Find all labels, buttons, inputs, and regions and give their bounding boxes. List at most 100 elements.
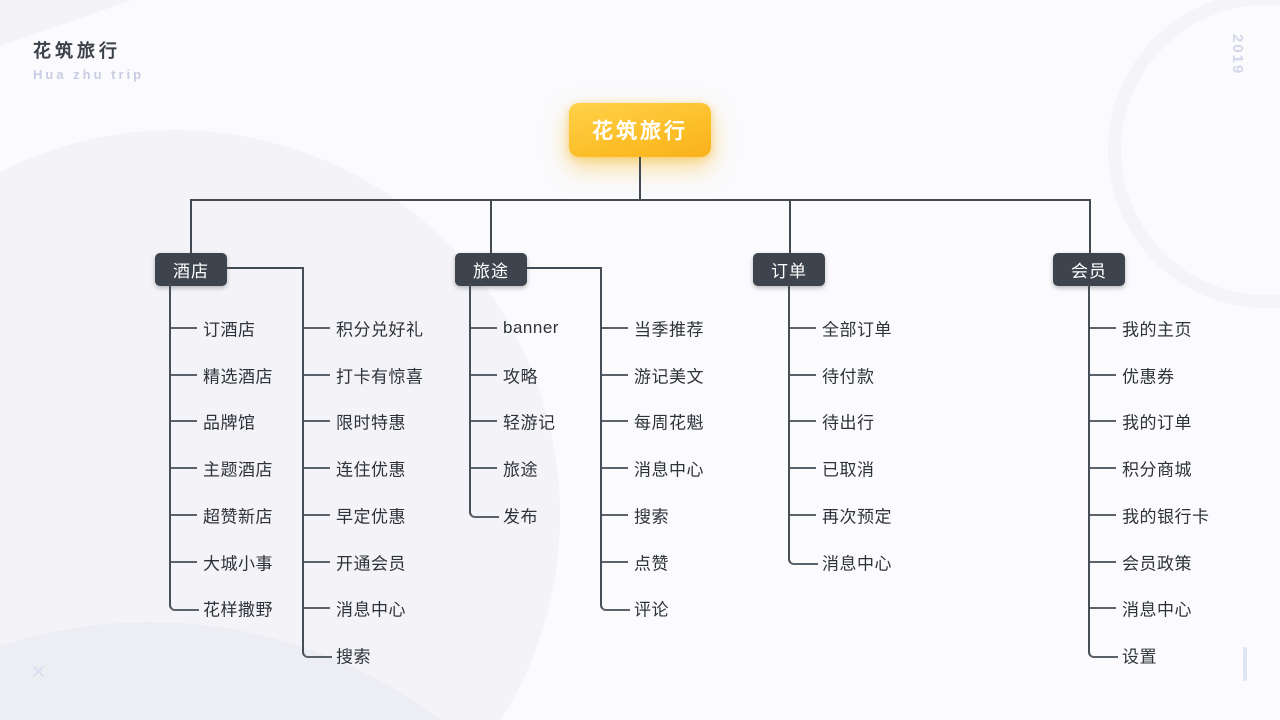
item-tick-line — [602, 327, 628, 329]
item-label: 打卡有惊喜 — [336, 367, 424, 387]
item-label: 我的订单 — [1122, 413, 1192, 433]
app-logo-title: 花筑旅行 — [33, 41, 121, 61]
item-tick-line — [471, 327, 497, 329]
item-tick-line — [171, 467, 197, 470]
item-tick-line — [1090, 373, 1116, 376]
item-label: 超赞新店 — [203, 507, 273, 527]
item-tick-line — [304, 373, 330, 376]
column-spine-line — [302, 267, 332, 658]
branch-node: 订单 — [753, 253, 825, 286]
item-tick-line — [471, 420, 497, 423]
item-label: 消息中心 — [336, 600, 406, 620]
column-spine-line — [469, 284, 499, 518]
item-label: 消息中心 — [822, 554, 892, 573]
item-label: 旅途 — [503, 460, 538, 480]
item-label: banner — [503, 318, 559, 337]
item-label: 限时特惠 — [336, 413, 406, 433]
item-tick-line — [790, 327, 816, 329]
item-label: 已取消 — [822, 460, 875, 480]
item-tick-line — [304, 607, 330, 610]
item-tick-line — [1090, 467, 1116, 470]
item-label: 待付款 — [822, 367, 875, 387]
item-tick-line — [304, 513, 330, 516]
branch-node-label: 酒店 — [173, 262, 209, 281]
item-label: 再次预定 — [822, 507, 892, 527]
item-tick-line — [471, 373, 497, 376]
column-spine-line — [169, 284, 199, 612]
column-feeder-line — [527, 267, 602, 269]
item-label: 待出行 — [822, 413, 875, 433]
item-label: 连住优惠 — [336, 460, 406, 480]
item-label: 花样撒野 — [203, 600, 273, 620]
item-label: 设置 — [1122, 647, 1157, 667]
item-label: 积分兑好礼 — [336, 320, 424, 340]
branch-stub-line — [490, 199, 492, 253]
item-label: 主题酒店 — [203, 460, 273, 480]
item-label: 会员政策 — [1122, 554, 1192, 573]
item-tick-line — [304, 327, 330, 329]
item-tick-line — [304, 420, 330, 423]
branch-node-label: 会员 — [1071, 262, 1107, 281]
branch-stub-line — [190, 199, 192, 253]
item-tick-line — [171, 373, 197, 376]
item-label: 点赞 — [634, 554, 669, 573]
item-label: 消息中心 — [1122, 600, 1192, 620]
item-label: 积分商城 — [1122, 460, 1192, 480]
item-tick-line — [171, 327, 197, 329]
item-tick-line — [602, 373, 628, 376]
column-spine-line — [600, 267, 630, 612]
item-tick-line — [790, 467, 816, 470]
item-label: 消息中心 — [634, 460, 704, 480]
column-spine-line — [1088, 284, 1118, 658]
year-watermark: 2019 — [1229, 34, 1246, 76]
item-label: 大城小事 — [203, 554, 273, 573]
item-label: 开通会员 — [336, 554, 406, 573]
item-label: 我的银行卡 — [1122, 507, 1210, 527]
item-label: 轻游记 — [503, 413, 556, 433]
item-tick-line — [602, 467, 628, 470]
item-tick-line — [790, 373, 816, 376]
branch-stub-line — [789, 199, 791, 253]
item-label: 优惠券 — [1122, 367, 1175, 387]
item-tick-line — [1090, 560, 1116, 563]
branch-node-label: 旅途 — [473, 262, 509, 281]
branch-node-label: 订单 — [771, 262, 807, 281]
item-label: 评论 — [634, 600, 669, 620]
item-tick-line — [1090, 513, 1116, 516]
item-tick-line — [304, 560, 330, 563]
root-node: 花筑旅行 — [569, 103, 711, 157]
app-logo-subtitle: Hua zhu trip — [33, 67, 145, 82]
item-tick-line — [602, 420, 628, 423]
item-label: 早定优惠 — [336, 507, 406, 527]
item-label: 发布 — [503, 507, 538, 527]
item-tick-line — [1090, 327, 1116, 329]
item-tick-line — [471, 467, 497, 470]
branch-stub-line — [1089, 199, 1091, 253]
item-label: 当季推荐 — [634, 320, 704, 340]
root-stem-line — [639, 157, 641, 200]
item-tick-line — [602, 513, 628, 516]
item-tick-line — [1090, 607, 1116, 610]
item-tick-line — [171, 513, 197, 516]
item-label: 全部订单 — [822, 320, 892, 340]
item-label: 每周花魁 — [634, 413, 704, 433]
item-tick-line — [602, 560, 628, 563]
root-node-label: 花筑旅行 — [592, 120, 688, 143]
item-label: 攻略 — [503, 367, 538, 387]
item-label: 精选酒店 — [203, 367, 273, 387]
column-spine-line — [788, 284, 818, 565]
item-tick-line — [790, 420, 816, 423]
item-label: 品牌馆 — [203, 413, 256, 433]
branch-node: 酒店 — [155, 253, 227, 286]
branch-node: 会员 — [1053, 253, 1125, 286]
item-label: 我的主页 — [1122, 320, 1192, 340]
branch-node: 旅途 — [455, 253, 527, 286]
item-tick-line — [171, 560, 197, 563]
item-tick-line — [171, 420, 197, 423]
item-tick-line — [790, 513, 816, 516]
app-logo: 花筑旅行 Hua zhu trip — [33, 37, 144, 82]
item-tick-line — [1090, 420, 1116, 423]
item-tick-line — [304, 467, 330, 470]
